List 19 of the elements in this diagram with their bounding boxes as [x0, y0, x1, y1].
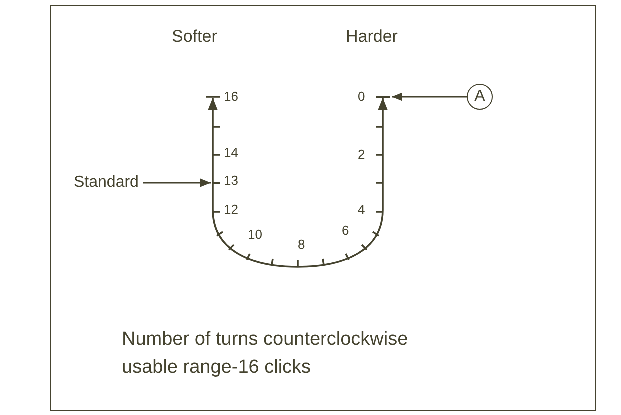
scale-number: 10 — [248, 228, 262, 241]
scale-number: 4 — [358, 203, 366, 216]
scale-number: 2 — [358, 148, 366, 161]
note-text: usable range-16 clicks — [122, 358, 312, 377]
scale-number: 14 — [224, 146, 238, 159]
scale-number: 0 — [358, 90, 366, 103]
scale-number: 6 — [342, 224, 350, 237]
tick-mark — [376, 96, 390, 98]
arrow — [392, 92, 467, 102]
tick-mark — [213, 182, 220, 184]
scale-number: 13 — [224, 174, 238, 187]
arrow — [143, 178, 211, 188]
pointer-label: Standard — [74, 171, 142, 195]
scale-number: 12 — [224, 203, 238, 216]
scale-number: 16 — [224, 90, 238, 103]
scale-end-label: Harder — [346, 28, 398, 45]
note-text: Number of turns counterclockwise — [122, 330, 408, 349]
scale-end-label: Softer — [172, 28, 218, 45]
scale-number: 8 — [298, 238, 306, 251]
